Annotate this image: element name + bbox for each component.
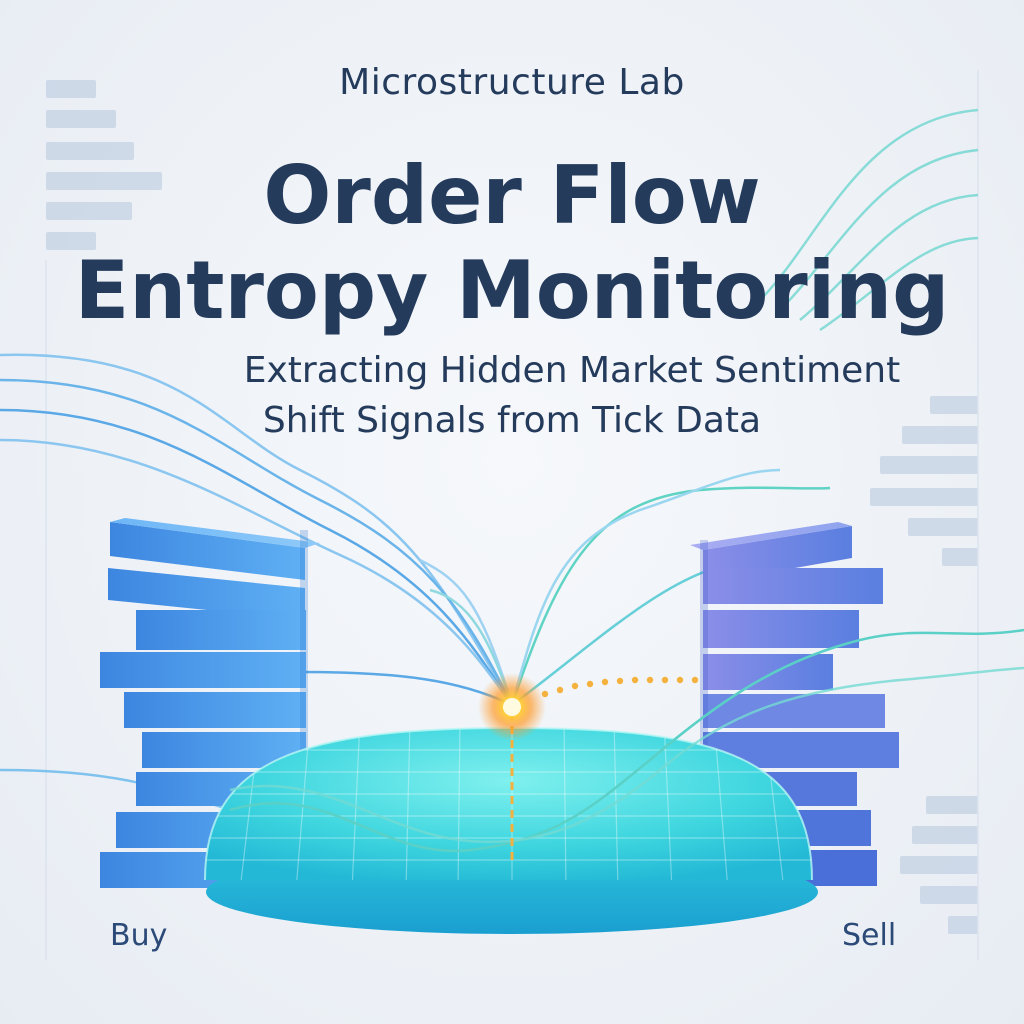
buy-bar xyxy=(100,652,306,688)
ghost-depth-bars-bottom-right xyxy=(900,796,978,934)
sell-bar xyxy=(703,610,859,648)
flow-lines-left xyxy=(0,353,514,812)
buy-label: Buy xyxy=(110,918,168,953)
buy-bar xyxy=(136,610,306,650)
buy-bar xyxy=(108,568,305,620)
sell-label: Sell xyxy=(842,918,897,953)
ghost-depth-bars-right xyxy=(870,396,978,566)
buy-bar xyxy=(124,692,306,728)
page-title-line-2: Entropy Monitoring xyxy=(74,244,950,337)
sell-bar xyxy=(703,568,883,604)
sentiment-shift-signal-point xyxy=(478,673,546,741)
page-title-line-1: Order Flow xyxy=(263,149,761,242)
entropy-curves xyxy=(229,628,1024,853)
subtitle-line-2: Shift Signals from Tick Data xyxy=(262,400,762,441)
buy-bar xyxy=(110,518,320,580)
sell-bar xyxy=(703,654,833,690)
brand-label: Microstructure Lab xyxy=(339,62,685,103)
ghost-depth-bars-left xyxy=(46,80,162,250)
entropy-platform xyxy=(204,726,818,934)
flow-lines-top-right xyxy=(759,108,979,332)
signal-dotted-lines xyxy=(541,676,699,698)
subtitle-line-1: Extracting Hidden Market Sentiment xyxy=(243,350,901,391)
